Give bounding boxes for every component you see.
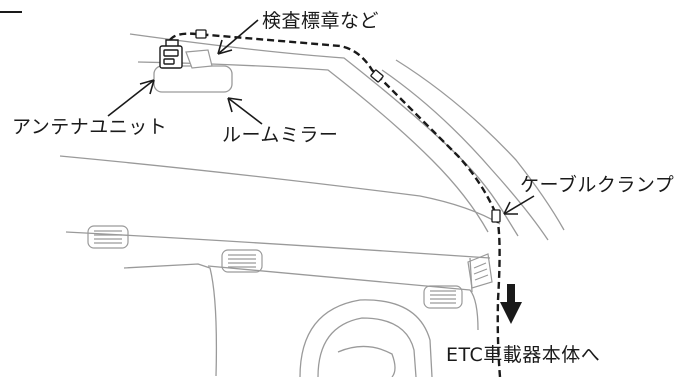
steering-wheel-hub bbox=[337, 345, 396, 378]
down-arrow-icon bbox=[500, 284, 522, 324]
cable-clamp-1 bbox=[195, 29, 207, 39]
steering-wheel-rim bbox=[299, 299, 433, 378]
etc-cable bbox=[169, 32, 502, 378]
mirror-body bbox=[153, 65, 233, 93]
console-right bbox=[207, 265, 479, 331]
vent-center bbox=[221, 249, 263, 273]
dashboard bbox=[59, 155, 501, 377]
label-inspection-sticker: 検査標章など bbox=[262, 10, 380, 32]
air-vents bbox=[87, 225, 493, 309]
cable-clamps bbox=[195, 29, 501, 223]
a-pillar-outer bbox=[381, 69, 549, 241]
label-rear-view-mirror: ルームミラー bbox=[222, 124, 339, 146]
label-cable-clamp: ケーブルクランプ bbox=[520, 174, 675, 196]
inspection-sticker bbox=[185, 49, 213, 69]
windshield-upper-frame bbox=[129, 33, 519, 237]
steering-wheel-inner bbox=[317, 317, 417, 378]
antenna-unit bbox=[159, 39, 183, 69]
label-etc-main-unit: ETC車載器本体へ bbox=[446, 344, 601, 366]
vent-side bbox=[467, 253, 493, 289]
cable-clamp-3 bbox=[491, 209, 501, 223]
label-antenna-unit: アンテナユニット bbox=[12, 116, 168, 138]
windshield-frame bbox=[129, 33, 565, 241]
dashboard-top-line bbox=[59, 155, 501, 225]
steering-wheel bbox=[299, 299, 433, 378]
vent-right bbox=[423, 285, 463, 309]
windshield-inner-edge bbox=[137, 61, 489, 233]
cable-clamp-2 bbox=[370, 69, 384, 83]
leader-arrow-clamp bbox=[503, 195, 535, 215]
a-pillar-outer-2 bbox=[395, 59, 565, 231]
leader-arrow-inspection bbox=[217, 19, 259, 55]
leader-arrow-mirror bbox=[227, 97, 263, 125]
dashboard-lower-line bbox=[65, 231, 491, 259]
leader-lines bbox=[107, 19, 535, 215]
console-left bbox=[123, 263, 218, 377]
vent-left bbox=[87, 225, 129, 249]
leader-arrow-antenna bbox=[107, 79, 155, 117]
